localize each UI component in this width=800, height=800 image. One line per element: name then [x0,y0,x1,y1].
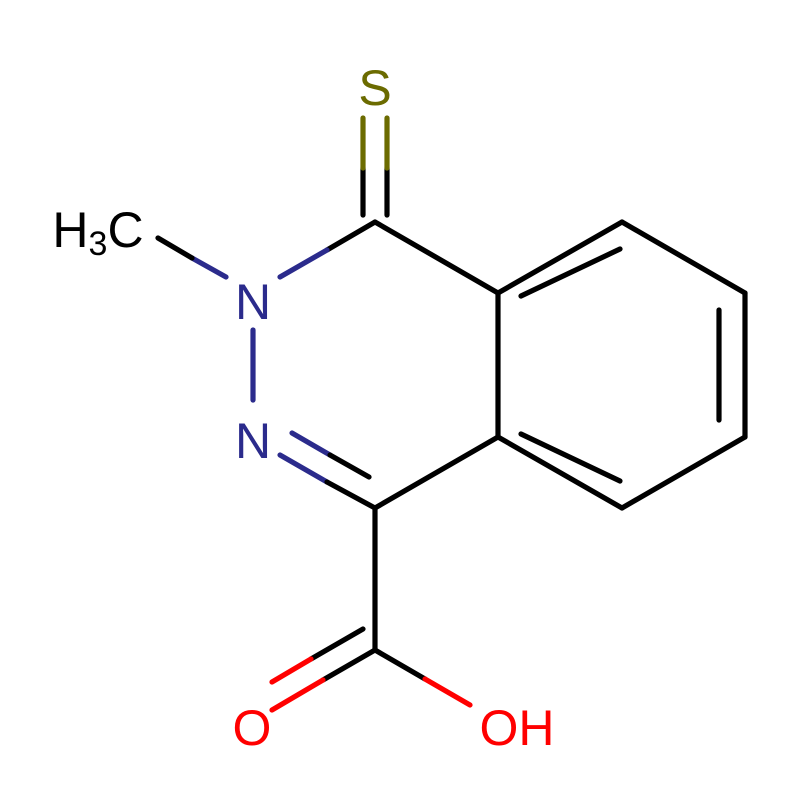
atom-sulfur: S [358,60,391,116]
methyl-h: H [52,202,88,258]
atom-carbonyl-oxygen: O [233,700,272,756]
atom-labels: S H3C N N O OH [52,60,554,756]
methyl-subscript: 3 [89,225,108,263]
bond-n3-methyl [155,235,229,280]
bond-c4-s-double [360,115,390,218]
atom-nitrogen-methylated: N [235,274,271,330]
methyl-c: C [107,202,143,258]
bond-carboxyl-o-double [269,626,378,713]
atom-nitrogen-imine: N [235,413,271,469]
bond-c4-c4a [372,219,501,296]
atom-hydroxyl: OH [480,700,555,756]
bond-c4-n3 [277,219,378,280]
bond-n2-c1-double [277,430,378,511]
bond-carboxyl-oh [372,647,473,708]
benzene-ring [495,219,748,511]
bonds [155,115,748,713]
atom-methyl-group: H3C [52,202,143,263]
bond-c1-c8a [372,434,501,511]
